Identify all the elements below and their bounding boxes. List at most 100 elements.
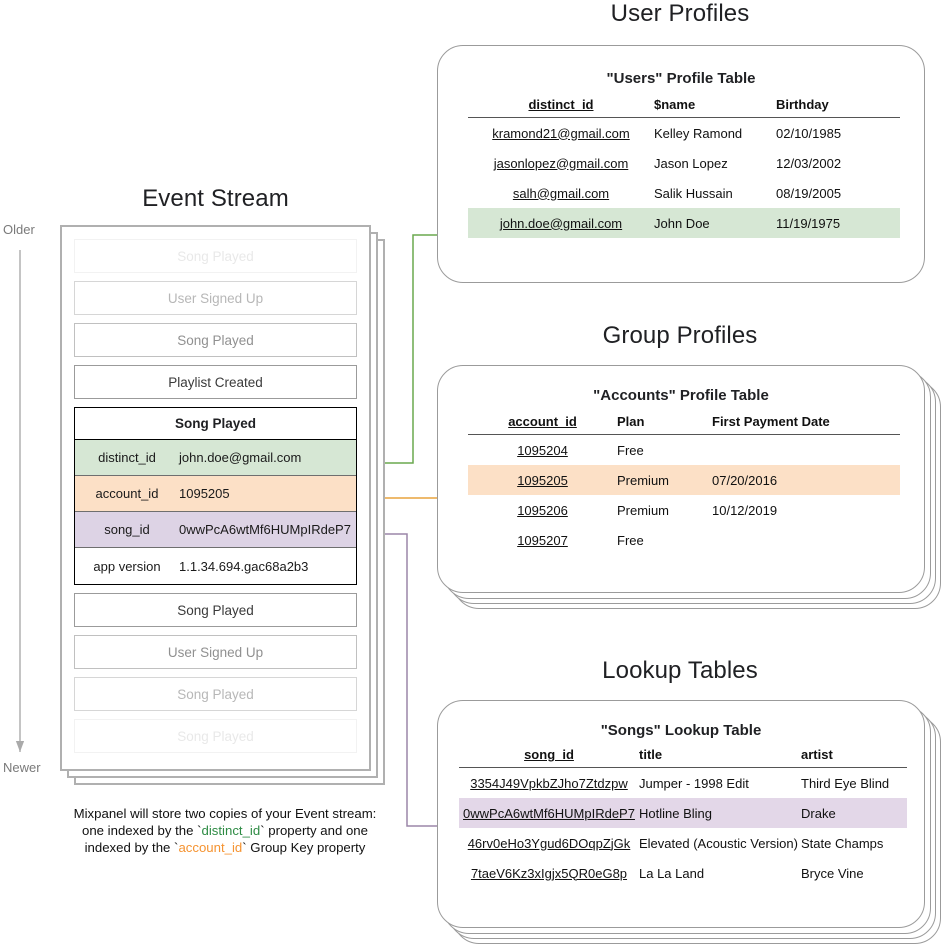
caption-line-1: Mixpanel will store two copies of your E… — [73, 806, 377, 821]
column-header-account-id: account_id — [508, 414, 577, 429]
property-key: distinct_id — [98, 450, 156, 465]
cell-birthday: 02/10/1985 — [776, 125, 842, 141]
caption-line-3-post: ` Group Key property — [242, 840, 366, 855]
table-row[interactable]: 7taeV6Kz3xIgjx5QR0eG8p La La Land Bryce … — [459, 858, 907, 888]
accounts-table-title: "Accounts" Profile Table — [593, 387, 769, 404]
caption-line-2: one indexed by the `distinct_id` propert… — [40, 822, 410, 839]
cell-account-id: 1095206 — [517, 502, 568, 518]
property-value: 1095205 — [179, 486, 230, 501]
cell-song-id: 3354J49VpkbZJho7Ztdzpw — [470, 775, 628, 791]
cell-distinct-id: john.doe@gmail.com — [499, 215, 623, 231]
table-row[interactable]: 1095206 Premium 10/12/2019 — [468, 495, 900, 525]
cell-first-payment-date: 07/20/2016 — [712, 465, 900, 495]
event-property-song-id: song_id 0wwPcA6wtMf6HUMpIRdeP7 — [75, 512, 356, 548]
column-header-name: $name — [654, 97, 696, 112]
cell-title: Hotline Bling — [639, 798, 801, 828]
cell-birthday: 08/19/2005 — [776, 185, 842, 201]
table-row[interactable]: jasonlopez@gmail.com Jason Lopez 12/03/2… — [468, 148, 900, 178]
table-row[interactable]: kramond21@gmail.com Kelley Ramond 02/10/… — [468, 118, 900, 149]
user-profiles-card-stack — [437, 45, 937, 285]
event-row[interactable]: Song Played — [74, 593, 357, 627]
caption-line-2-post: ` property and one — [260, 823, 368, 838]
timeline-label-newer: Newer — [3, 760, 41, 775]
event-row[interactable]: Song Played — [74, 677, 357, 711]
table-row-highlighted[interactable]: 1095205 Premium 07/20/2016 — [468, 465, 900, 495]
caption-token-account-id: account_id — [178, 840, 243, 855]
cell-first-payment-date — [712, 435, 900, 466]
event-row[interactable]: Song Played — [74, 323, 357, 357]
cell-birthday: 12/03/2002 — [776, 155, 842, 171]
cell-song-id: 0wwPcA6wtMf6HUMpIRdeP7 — [463, 805, 635, 821]
cell-artist: State Champs — [801, 835, 884, 851]
cell-name: Kelley Ramond — [654, 125, 743, 141]
property-key: app version — [93, 558, 161, 574]
table-row-highlighted[interactable]: john.doe@gmail.com John Doe 11/19/1975 — [468, 208, 900, 238]
songs-table-header-row: song_id title artist — [459, 747, 907, 768]
cell-plan: Premium — [617, 465, 712, 495]
user-profiles-title: User Profiles — [610, 0, 750, 27]
cell-account-id: 1095207 — [517, 532, 568, 548]
caption-line-2-pre: one indexed by the ` — [82, 823, 202, 838]
cell-song-id: 7taeV6Kz3xIgjx5QR0eG8p — [470, 865, 628, 881]
users-profile-card — [437, 45, 925, 283]
table-row[interactable]: 1095207 Free — [468, 525, 900, 555]
event-property-account-id: account_id 1095205 — [75, 476, 356, 512]
column-header-plan: Plan — [617, 414, 645, 429]
cell-name: John Doe — [654, 208, 776, 238]
songs-table-title: "Songs" Lookup Table — [600, 722, 762, 739]
group-profiles-title: Group Profiles — [602, 322, 758, 349]
event-row[interactable]: User Signed Up — [74, 281, 357, 315]
event-row[interactable]: User Signed Up — [74, 635, 357, 669]
caption-token-distinct-id: distinct_id — [201, 823, 261, 838]
cell-title: Jumper - 1998 Edit — [639, 775, 749, 791]
column-header-distinct-id: distinct_id — [528, 97, 594, 112]
property-value: 1.1.34.694.gac68a2b3 — [179, 558, 309, 574]
lookup-tables-title: Lookup Tables — [602, 657, 758, 684]
songs-table: song_id title artist 3354J49VpkbZJho7Ztd… — [459, 747, 907, 888]
expanded-event-card[interactable]: Song Played distinct_id john.doe@gmail.c… — [74, 407, 357, 585]
cell-birthday: 11/19/1975 — [776, 208, 900, 238]
cell-name: Jason Lopez — [654, 155, 728, 171]
accounts-table-header-row: account_id Plan First Payment Date — [468, 414, 900, 435]
cell-first-payment-date — [712, 525, 900, 555]
table-row[interactable]: 3354J49VpkbZJho7Ztdzpw Jumper - 1998 Edi… — [459, 768, 907, 799]
songs-table-wrap: "Songs" Lookup Table song_id title artis… — [437, 722, 925, 888]
users-table-title: "Users" Profile Table — [606, 70, 756, 87]
cell-song-id: 46rv0eHo3Ygud6DOqpZjGk — [467, 835, 631, 851]
cell-artist: Third Eye Blind — [801, 775, 890, 791]
property-value: john.doe@gmail.com — [179, 450, 302, 465]
event-stream-title: Event Stream — [142, 185, 289, 212]
cell-distinct-id: jasonlopez@gmail.com — [493, 155, 629, 171]
cell-plan: Premium — [617, 502, 670, 518]
column-header-artist: artist — [801, 747, 833, 762]
cell-artist: Bryce Vine — [801, 865, 864, 881]
expanded-event-title: Song Played — [75, 408, 356, 440]
column-header-birthday: Birthday — [776, 97, 829, 112]
event-row[interactable]: Playlist Created — [74, 365, 357, 399]
accounts-table: account_id Plan First Payment Date 10952… — [468, 414, 900, 555]
table-row[interactable]: 1095204 Free — [468, 435, 900, 466]
accounts-table-wrap: "Accounts" Profile Table account_id Plan… — [437, 387, 925, 555]
cell-distinct-id: salh@gmail.com — [512, 185, 610, 201]
cell-first-payment-date: 10/12/2019 — [712, 502, 778, 518]
event-list: Song Played User Signed Up Song Played P… — [60, 225, 371, 771]
caption-line-3: indexed by the `account_id` Group Key pr… — [40, 839, 410, 856]
users-table-header-row: distinct_id $name Birthday — [468, 97, 900, 118]
stream-caption: Mixpanel will store two copies of your E… — [40, 805, 410, 856]
event-property-distinct-id: distinct_id john.doe@gmail.com — [75, 440, 356, 476]
column-header-first-payment-date: First Payment Date — [712, 414, 830, 429]
users-table: distinct_id $name Birthday kramond21@gma… — [468, 97, 900, 238]
caption-line-3-pre: indexed by the ` — [84, 840, 179, 855]
event-row[interactable]: Song Played — [74, 719, 357, 753]
table-row-highlighted[interactable]: 0wwPcA6wtMf6HUMpIRdeP7 Hotline Bling Dra… — [459, 798, 907, 828]
event-stream-stack: Song Played User Signed Up Song Played P… — [60, 225, 385, 785]
users-table-wrap: "Users" Profile Table distinct_id $name … — [437, 70, 925, 238]
event-row[interactable]: Song Played — [74, 239, 357, 273]
property-value: 0wwPcA6wtMf6HUMpIRdeP7 — [179, 522, 351, 537]
property-key: account_id — [95, 486, 159, 501]
table-row[interactable]: 46rv0eHo3Ygud6DOqpZjGk Elevated (Acousti… — [459, 828, 907, 858]
event-property-app-version: app version 1.1.34.694.gac68a2b3 — [75, 548, 356, 584]
cell-account-id: 1095204 — [517, 442, 568, 458]
table-row[interactable]: salh@gmail.com Salik Hussain 08/19/2005 — [468, 178, 900, 208]
cell-title: Elevated (Acoustic Version) — [639, 835, 798, 851]
